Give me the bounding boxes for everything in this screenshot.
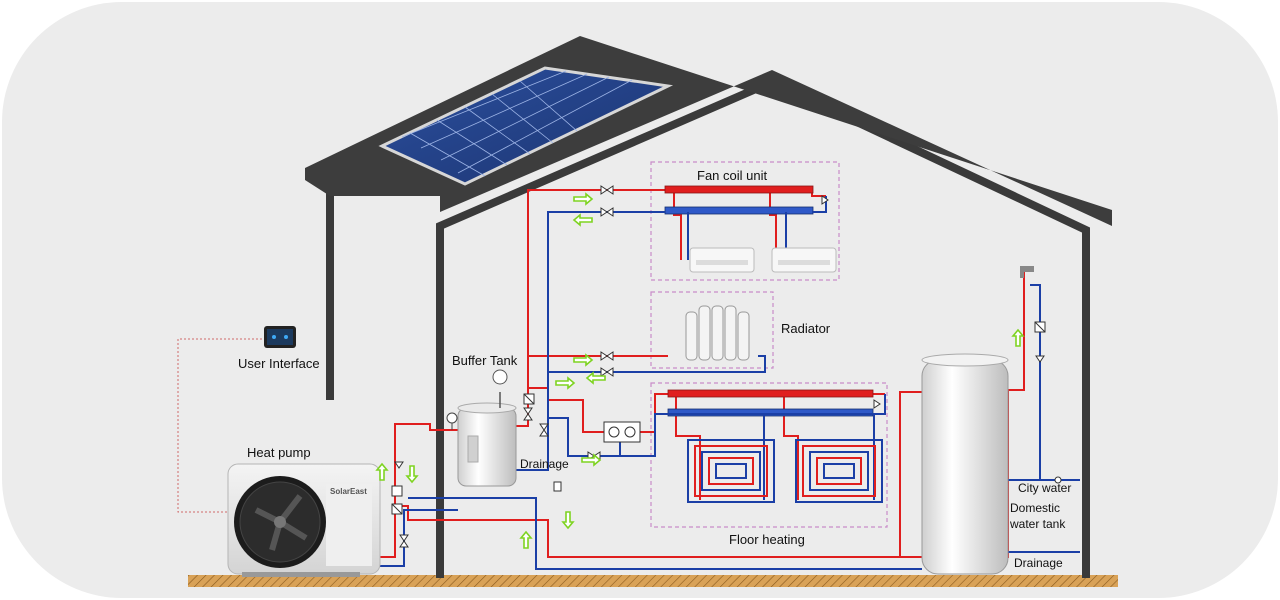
floor-heating-label: Floor heating: [729, 532, 805, 547]
fan-coil-unit-2: [771, 247, 837, 273]
radiator-unit: [685, 305, 750, 361]
water-tap: [1020, 266, 1034, 278]
heat-pump-feet: [242, 572, 360, 577]
roof: [305, 36, 1112, 226]
radiator-box: [650, 291, 774, 369]
fan-coil-box: [650, 161, 840, 281]
buffer-drainage-label: Drainage: [520, 457, 569, 471]
fan-coil-cold-manifold: [664, 206, 814, 215]
brand-logo: SolarEast: [330, 487, 367, 496]
tank-drainage-label: Drainage: [1014, 556, 1063, 570]
city-water-label: City water: [1018, 481, 1071, 495]
domestic-water-tank: [921, 353, 1009, 575]
floor-heating-loop-1: [687, 439, 775, 503]
radiator-label: Radiator: [781, 321, 831, 336]
floor-hot-manifold: [667, 389, 874, 398]
hot-pipes: [378, 189, 1025, 558]
valves: [394, 185, 1045, 548]
ground: [188, 575, 1118, 587]
heat-pump-unit: SolarEast: [227, 463, 381, 575]
pumps-and-filters: [391, 321, 1062, 515]
domestic-water-tank-label-1: Domestic: [1010, 501, 1060, 515]
buffer-tank-label: Buffer Tank: [452, 353, 518, 368]
heat-pump-label: Heat pump: [247, 445, 311, 460]
pressure-gauge: [446, 412, 458, 430]
buffer-tank: [457, 369, 517, 487]
control-cable: [177, 338, 282, 513]
floor-cold-manifold: [667, 408, 874, 417]
fan-coil-unit-1: [689, 247, 755, 273]
solar-panel: [378, 66, 674, 186]
user-interface-label: User Interface: [238, 356, 320, 371]
flow-arrows: [375, 192, 1025, 549]
floor-heating-loop-2: [795, 439, 883, 503]
fan-coil-unit-label: Fan coil unit: [697, 168, 767, 183]
domestic-water-tank-label-2: water tank: [1009, 517, 1066, 531]
fan-coil-hot-manifold: [664, 185, 814, 194]
user-interface-device: [264, 326, 296, 348]
